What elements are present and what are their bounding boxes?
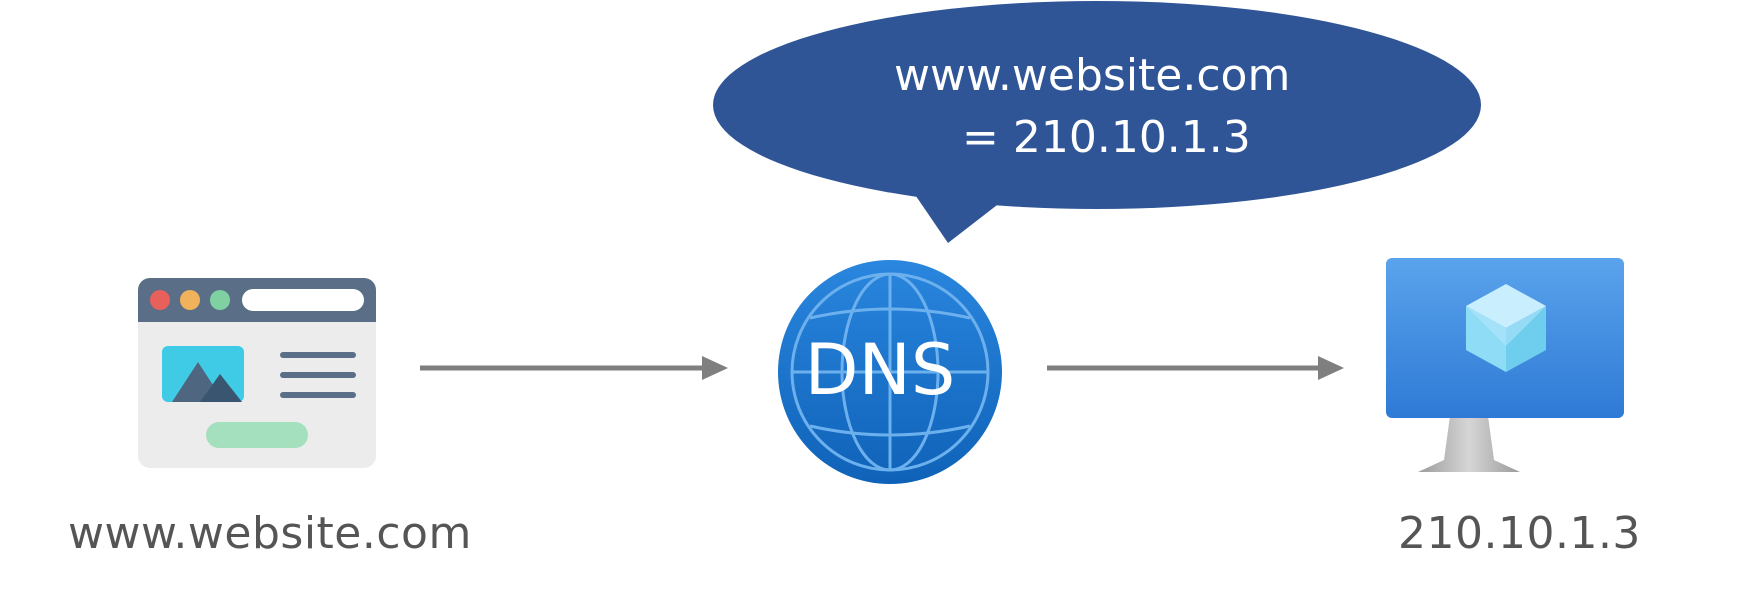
bubble-domain-text: www.website.com xyxy=(894,50,1291,101)
globe-icon xyxy=(778,260,1002,484)
server-ip-label: 210.10.1.3 xyxy=(1398,508,1641,559)
browser-window-icon xyxy=(138,278,376,468)
arrow-client-to-dns xyxy=(420,356,728,380)
dns-label: DNS xyxy=(804,329,956,411)
client-domain-label: www.website.com xyxy=(68,508,472,559)
bubble-ip-text: = 210.10.1.3 xyxy=(962,112,1251,163)
arrow-dns-to-server xyxy=(1047,356,1344,380)
dns-speech-bubble xyxy=(713,1,1481,243)
monitor-cube-icon xyxy=(1386,258,1624,472)
